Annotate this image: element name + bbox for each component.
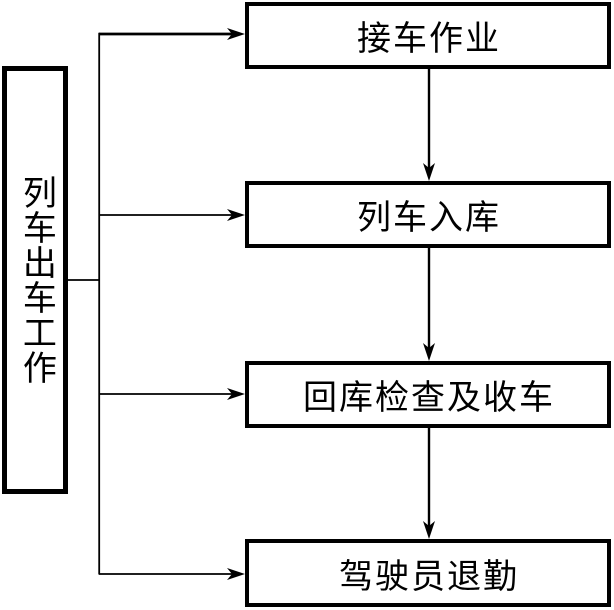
node-step-label: 列车入库: [357, 200, 501, 237]
node-step-receive-train: 接车作业: [245, 2, 611, 69]
flow-arrowhead-1-2-icon: [423, 163, 435, 181]
node-source: 列车出车工作: [2, 66, 68, 494]
branch-arrowhead-4-icon: [227, 568, 245, 580]
branch-arrowhead-1-icon: [227, 28, 245, 40]
node-step-train-into-depot: 列车入库: [245, 181, 611, 248]
node-step-label: 接车作业: [357, 21, 501, 58]
node-step-label: 驾驶员退勤: [339, 558, 519, 596]
flow-arrowhead-3-4-icon: [423, 521, 435, 539]
branch-arrowhead-3-icon: [227, 388, 245, 400]
flow-arrowhead-2-3-icon: [423, 343, 435, 361]
node-step-depot-inspection: 回库检查及收车: [245, 361, 611, 428]
branch-arrowhead-2-icon: [227, 209, 245, 221]
node-step-label: 回库检查及收车: [303, 380, 555, 417]
node-step-driver-off-duty: 驾驶员退勤: [245, 539, 611, 607]
node-source-label: 列车出车工作: [17, 175, 55, 385]
